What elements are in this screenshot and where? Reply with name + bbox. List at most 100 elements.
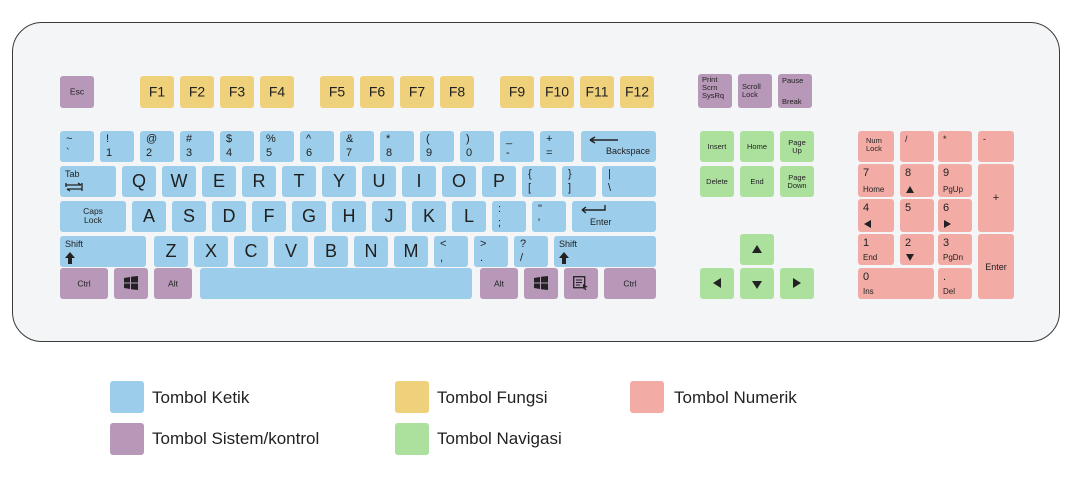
quote-bot: ' xyxy=(538,217,541,229)
shift-right-label: Shift xyxy=(559,239,578,249)
key-b-label: B xyxy=(324,240,337,261)
insert-key: Insert xyxy=(700,131,734,162)
key-5-top: % xyxy=(266,133,276,145)
key-h-label: H xyxy=(342,205,356,226)
numpad-minus-key: - xyxy=(978,131,1014,162)
key-i-label: I xyxy=(416,170,422,191)
key-9: (9 xyxy=(420,131,454,162)
ctrl-left-key: Ctrl xyxy=(60,268,108,299)
f9-label: F9 xyxy=(508,83,526,100)
f3-label: F3 xyxy=(228,83,246,100)
key-q: Q xyxy=(122,166,156,197)
legend-label-typing: Tombol Ketik xyxy=(152,388,250,407)
key-y-label: Y xyxy=(332,170,345,191)
numpad-1-bot: End xyxy=(863,253,878,262)
print-screen-label-1: Print xyxy=(702,75,718,84)
key-1-bot: 1 xyxy=(106,147,113,159)
menu-key xyxy=(564,268,598,299)
key-5: %5 xyxy=(260,131,294,162)
numpad-enter-key: Enter xyxy=(978,234,1014,299)
key-0: )0 xyxy=(460,131,494,162)
key-4-top: $ xyxy=(226,133,233,145)
numpad-slash-key: / xyxy=(900,131,934,162)
key-t: T xyxy=(282,166,316,197)
key-s-label: S xyxy=(182,205,195,226)
f11-label: F11 xyxy=(585,83,609,100)
key-d: D xyxy=(212,201,246,232)
numpad-minus-label: - xyxy=(983,134,986,144)
pause-label-2: Break xyxy=(782,96,802,106)
numpad-8-key: 8 xyxy=(900,164,934,197)
key-0-bot: 0 xyxy=(466,147,473,159)
key-g-label: G xyxy=(301,205,316,226)
num-lock-key: Num Lock xyxy=(858,131,894,162)
f4-label: F4 xyxy=(268,83,286,100)
num-lock-label-2: Lock xyxy=(866,144,882,154)
alt-left-label: Alt xyxy=(168,277,178,288)
bracket-left-top: { xyxy=(528,168,532,180)
alt-right-label: Alt xyxy=(494,277,504,288)
backspace-arrow-icon xyxy=(589,136,618,144)
minus-key: _- xyxy=(500,131,534,162)
key-y: Y xyxy=(322,166,356,197)
period-key: >. xyxy=(474,236,508,267)
alt-right-key: Alt xyxy=(480,268,518,299)
f5-label: F5 xyxy=(328,83,346,100)
page-down-label-1: Page xyxy=(788,172,806,182)
numpad-3-bot: PgDn xyxy=(943,253,964,262)
f9-key: F9 xyxy=(500,76,534,108)
key-h: H xyxy=(332,201,366,232)
key-8-bot: 8 xyxy=(386,147,393,159)
num-lock-label-1: Num xyxy=(866,136,882,145)
numpad-4-key: 4 xyxy=(858,199,894,232)
keyboard-diagram: Esc F1 F2 F3 F4 F5 F6 F7 F8 F9 F10 F11 F… xyxy=(12,22,1060,342)
slash-key: ?/ xyxy=(514,236,548,267)
delete-key: Delete xyxy=(700,166,734,197)
insert-label: Insert xyxy=(707,141,727,151)
numpad-2-top: 2 xyxy=(905,237,912,249)
key-9-bot: 9 xyxy=(426,147,433,159)
numpad-5-key: 5 xyxy=(900,199,934,232)
key-3-top: # xyxy=(186,133,193,145)
backslash-key: |\ xyxy=(602,166,656,197)
key-3-bot: 3 xyxy=(186,147,193,159)
key-p-label: P xyxy=(492,170,505,191)
scroll-lock-label-2: Lock xyxy=(742,90,758,100)
key-m-label: M xyxy=(403,240,419,261)
backspace-key: Backspace xyxy=(581,131,656,162)
key-c: C xyxy=(234,236,268,267)
tilde-bot: ` xyxy=(66,147,70,159)
legend-label-numeric: Tombol Numerik xyxy=(674,388,797,407)
f3-key: F3 xyxy=(220,76,254,108)
caps-lock-key: Caps Lock xyxy=(60,201,126,232)
numpad-8-top: 8 xyxy=(905,167,912,179)
numpad-7-top: 7 xyxy=(863,167,870,179)
key-g: G xyxy=(292,201,326,232)
key-2-bot: 2 xyxy=(146,147,153,159)
key-j-label: J xyxy=(384,205,394,226)
numpad-star-key: * xyxy=(938,131,972,162)
equals-bot: = xyxy=(546,147,553,159)
legend-swatch-typing xyxy=(110,381,144,413)
key-6-bot: 6 xyxy=(306,147,313,159)
key-a: A xyxy=(132,201,166,232)
print-screen-key: Print Scrn SysRq xyxy=(698,74,732,108)
backspace-label: Backspace xyxy=(605,146,650,156)
shift-right-key: Shift xyxy=(554,236,656,267)
bracket-left-bot: [ xyxy=(528,182,532,194)
numpad-0-top: 0 xyxy=(863,271,870,283)
slash-top: ? xyxy=(520,238,527,250)
key-t-label: T xyxy=(293,170,305,191)
f11-key: F11 xyxy=(580,76,614,108)
key-d-label: D xyxy=(222,205,236,226)
key-7: &7 xyxy=(340,131,374,162)
key-1: !1 xyxy=(100,131,134,162)
arrow-left-icon xyxy=(713,278,721,288)
arrow-left-key xyxy=(700,268,734,299)
caps-lock-label-2: Lock xyxy=(84,215,102,226)
page-up-label-1: Page xyxy=(788,137,806,147)
legend-label-navigation: Tombol Navigasi xyxy=(437,429,562,448)
